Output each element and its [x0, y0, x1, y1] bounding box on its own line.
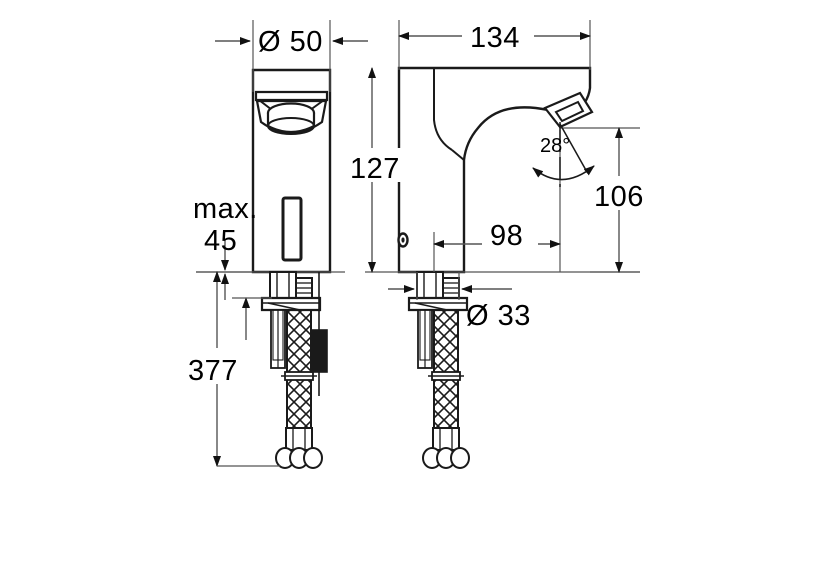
side-view — [365, 66, 640, 469]
front-view-sensor-window — [281, 196, 303, 262]
side-view-outlet-nozzle — [543, 91, 594, 129]
dimension-label-deck-thickness-prefix: max. — [193, 193, 258, 225]
front-view-hex-fitting — [275, 447, 323, 469]
side-view-sensor-eye — [397, 232, 409, 248]
dimension-label-outlet-angle: 28° — [540, 135, 570, 157]
front-view-aerator — [266, 102, 316, 135]
dimension-label-deck-thickness-value: 45 — [204, 225, 237, 257]
dimension-diameter-shank: Ø 33 — [388, 272, 531, 332]
side-view-hex-fitting — [422, 447, 470, 469]
dimension-label-height-body: 127 — [350, 153, 400, 185]
front-view-cable-box — [310, 272, 328, 396]
dimension-label-hose-length: 377 — [188, 355, 238, 387]
side-view-body — [397, 66, 592, 274]
dimension-hose-length: 377 — [186, 271, 280, 467]
dimension-outlet-angle: 28° — [532, 122, 595, 192]
dimension-deck-thickness: max. 45 — [193, 193, 258, 300]
side-view-braided-hose — [428, 309, 464, 451]
front-view — [196, 68, 345, 469]
dimension-spout-height: 106 — [560, 127, 654, 273]
dimension-label-diameter-shank: Ø 33 — [466, 300, 531, 332]
front-view-mounting-assembly — [260, 271, 322, 369]
dimension-label-width-overall: 134 — [470, 22, 520, 54]
dimension-width-overall: 134 — [398, 20, 591, 70]
dimension-label-spout-height: 106 — [594, 181, 644, 213]
dimension-height-body: 127 — [348, 67, 410, 273]
front-view-braided-hose — [281, 309, 317, 451]
dimension-diameter-top: Ø 50 — [215, 20, 368, 92]
dimension-projection: 98 — [433, 130, 561, 272]
dimension-label-diameter-top: Ø 50 — [258, 26, 323, 58]
dimension-label-projection: 98 — [490, 220, 523, 252]
side-view-mounting-assembly — [407, 271, 469, 369]
